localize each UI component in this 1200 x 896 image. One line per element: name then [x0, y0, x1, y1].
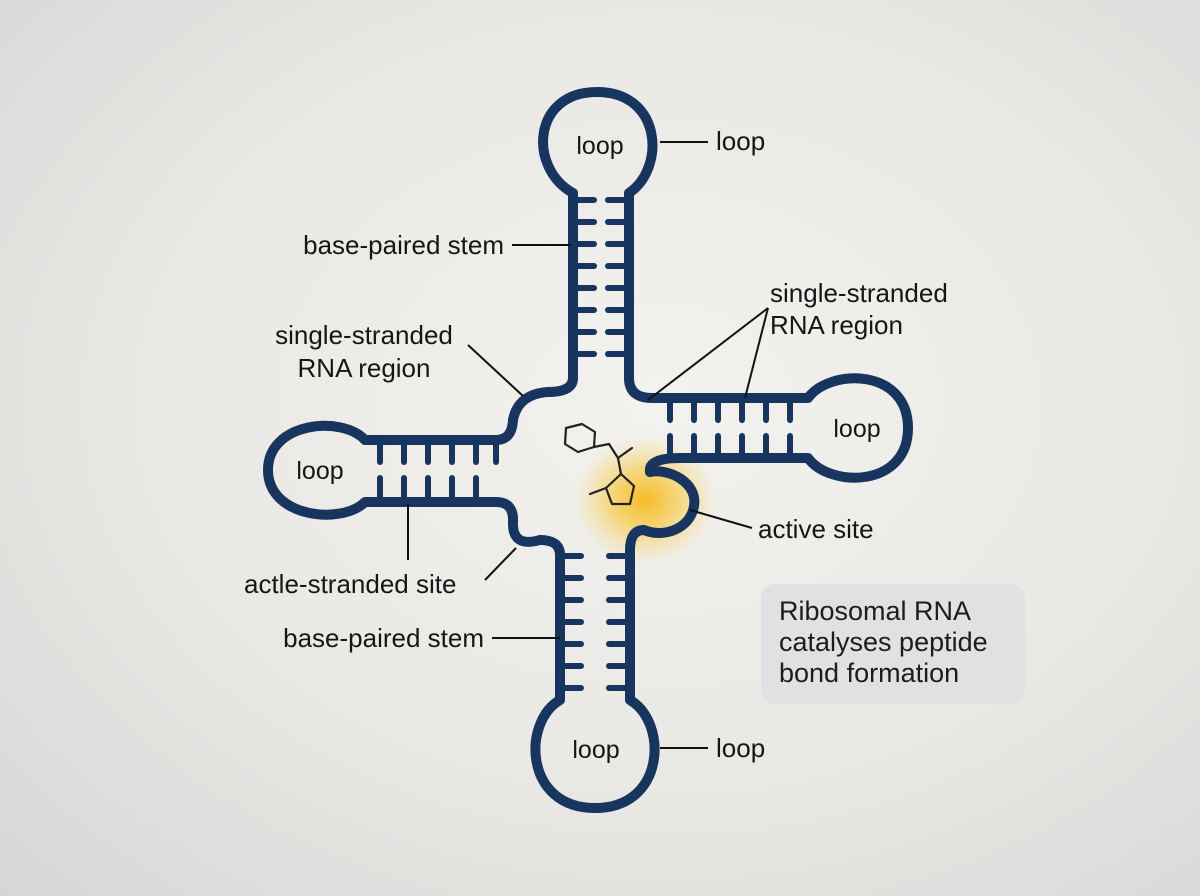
top-stem-base-pairs — [573, 197, 629, 357]
label-top-stem: base-paired stem — [303, 230, 504, 260]
side-chain-branch — [616, 456, 623, 476]
bottom-hairpin-strand — [530, 535, 660, 813]
label-top-loop: loop — [716, 126, 765, 156]
leader-actle-site-kink — [484, 547, 517, 581]
label-left-single-line1: single-stranded — [275, 320, 453, 350]
label-right-single-line1: single-stranded — [770, 278, 948, 308]
loop-left-text: loop — [296, 457, 343, 485]
active-site-pocket — [625, 466, 700, 555]
left-hairpin-strand — [263, 415, 518, 520]
left-stem-base-pairs — [377, 441, 499, 501]
cyclohexane-ring — [563, 422, 597, 454]
label-left-single-line2: RNA region — [298, 353, 431, 383]
substrate-molecule-icon — [563, 422, 636, 506]
base-pairs — [377, 197, 793, 691]
caption-line-1: Ribosomal RNA — [779, 596, 972, 626]
loop-right-text: loop — [833, 415, 880, 443]
caption-line-2: catalyses peptide — [779, 627, 988, 657]
label-bottom-stem: base-paired stem — [283, 623, 484, 653]
leader-right-single-b — [744, 307, 769, 399]
leader-right-single-a — [647, 307, 769, 401]
lower-left-kink — [491, 497, 545, 547]
caption-note-box: Ribosomal RNA catalyses peptide bond for… — [761, 584, 1025, 704]
right-stem-base-pairs — [667, 399, 793, 457]
side-chain — [592, 442, 634, 460]
leader-lines — [407, 141, 769, 749]
leader-left-single — [467, 344, 524, 397]
label-active-site: active site — [758, 514, 874, 544]
right-hairpin-strand — [644, 373, 913, 483]
label-actle-site: actle-stranded site — [244, 569, 456, 599]
rna-backbone — [263, 87, 913, 813]
cyclopentane-ring — [604, 472, 636, 506]
bottom-stem-base-pairs — [560, 553, 630, 691]
caption-line-3: bond formation — [779, 658, 960, 688]
loop-bottom-text: loop — [572, 736, 619, 764]
loop-top-text: loop — [576, 132, 623, 160]
leader-active-site — [689, 509, 753, 529]
upper-left-junction — [508, 373, 578, 425]
ring-substituent — [588, 486, 608, 496]
label-right-single-line2: RNA region — [770, 310, 903, 340]
top-hairpin-strand — [538, 87, 658, 403]
label-bottom-loop: loop — [716, 733, 765, 763]
